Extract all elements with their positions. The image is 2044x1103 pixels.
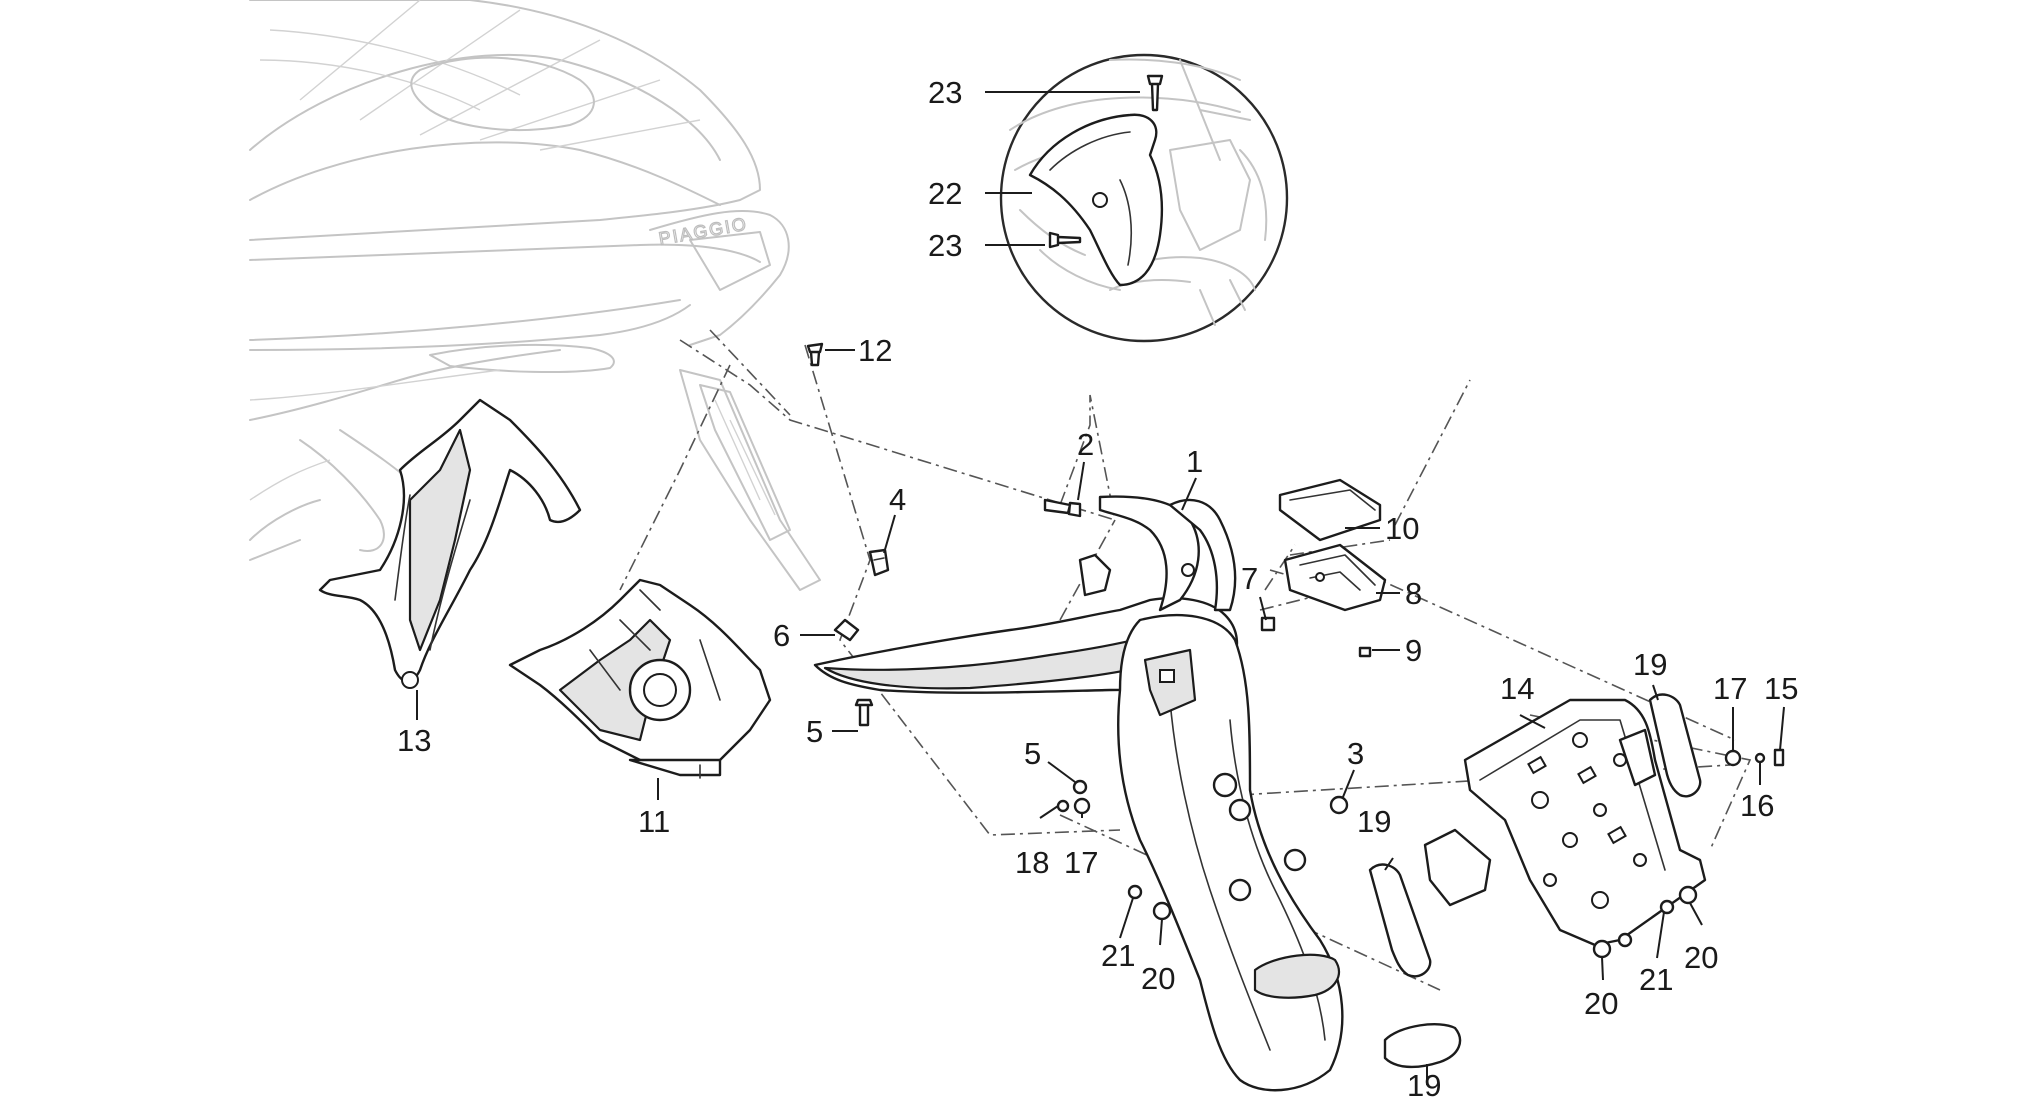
callout-5-lower: 5 — [1024, 736, 1041, 771]
callout-21-left: 21 — [1101, 938, 1135, 973]
callout-15: 15 — [1764, 671, 1798, 706]
callout-23-lower: 23 — [928, 228, 962, 263]
part-1-rear-mudguard — [813, 495, 1344, 1092]
part-14-plate-holder — [1423, 698, 1707, 947]
callout-12: 12 — [858, 333, 892, 368]
callout-1: 1 — [1186, 444, 1203, 479]
callout-18: 18 — [1015, 845, 1049, 880]
callout-23: 23 — [928, 75, 962, 110]
part-19-reflectors — [1368, 693, 1702, 1069]
callout-21-right: 21 — [1639, 962, 1673, 997]
callout-20-left: 20 — [1141, 961, 1175, 996]
callout-7: 7 — [1241, 561, 1258, 596]
part-11-center-shield — [508, 578, 772, 779]
callout-11: 11 — [638, 804, 670, 839]
callout-19-bottom: 19 — [1407, 1068, 1441, 1103]
callout-14: 14 — [1500, 671, 1534, 706]
callout-4: 4 — [889, 482, 906, 517]
callout-20-right: 20 — [1684, 940, 1718, 975]
brand-lettering: PIAGGIO — [657, 214, 749, 249]
callout-2: 2 — [1077, 427, 1094, 462]
callout-19-top: 19 — [1633, 647, 1667, 682]
callout-5-upper: 5 — [806, 714, 823, 749]
callout-labels: 23 22 23 12 2 1 4 10 7 8 9 6 5 13 11 19 … — [397, 75, 1798, 1103]
callout-13: 13 — [397, 723, 431, 758]
callout-10: 10 — [1385, 511, 1419, 546]
part-13-left-panel — [318, 398, 582, 689]
callout-6: 6 — [773, 618, 790, 653]
callout-19-middle: 19 — [1357, 804, 1391, 839]
callout-17-right: 17 — [1713, 671, 1747, 706]
part-10-cover — [1278, 478, 1382, 542]
scooter-rear-ghost-outline: PIAGGIO — [249, 0, 821, 591]
leader-lines — [416, 91, 1785, 1085]
callout-8: 8 — [1405, 576, 1422, 611]
part-8-holder — [1283, 543, 1387, 612]
callout-22: 22 — [928, 176, 962, 211]
callout-17-lower: 17 — [1064, 845, 1098, 880]
callout-16: 16 — [1740, 788, 1774, 823]
callout-3: 3 — [1347, 736, 1364, 771]
callout-20-bottom: 20 — [1584, 986, 1618, 1021]
callout-9: 9 — [1405, 633, 1422, 668]
detail-inset-circle — [999, 53, 1289, 343]
